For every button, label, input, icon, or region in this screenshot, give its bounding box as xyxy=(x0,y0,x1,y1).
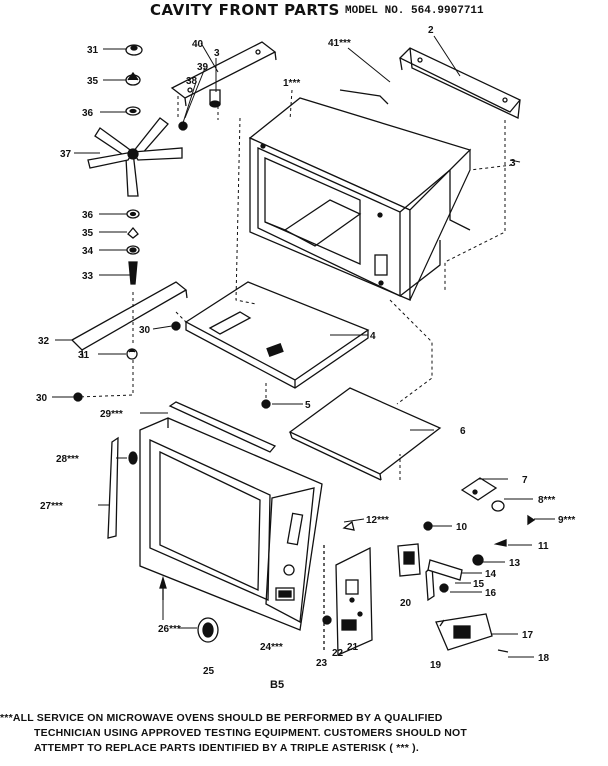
part-callout-p2: 2 xyxy=(428,25,434,36)
part-callout-p24: 24*** xyxy=(260,642,283,653)
part-callout-p31b: 31 xyxy=(78,350,90,361)
part-callout-p7: 7 xyxy=(522,475,528,486)
part-callout-p38: 38 xyxy=(186,76,198,87)
part-callout-p12: 12*** xyxy=(366,515,389,526)
service-note-line-1: ***ALL SERVICE ON MICROWAVE OVENS SHOULD… xyxy=(0,712,443,724)
glass-tray xyxy=(288,387,442,481)
part-callout-p25: 25 xyxy=(203,666,215,677)
exploded-view: 1***23345678***9***101112***131415161718… xyxy=(36,25,575,677)
part-callout-p27: 27*** xyxy=(40,501,63,512)
door-frame xyxy=(139,417,323,631)
part-callout-p23: 23 xyxy=(316,658,328,669)
part-callout-p30b: 30 xyxy=(36,393,48,404)
part-callout-p3a: 3 xyxy=(214,48,220,59)
stirrer-bracket-bottom xyxy=(70,281,188,402)
interlock-parts xyxy=(342,477,536,653)
phantom-lines xyxy=(77,89,513,480)
part-callout-p37: 37 xyxy=(60,149,72,160)
service-note: ***ALL SERVICE ON MICROWAVE OVENS SHOULD… xyxy=(0,711,608,756)
part-callout-p35b: 35 xyxy=(82,228,94,239)
part-callout-p21: 21 xyxy=(347,642,359,653)
part-callout-p31a: 31 xyxy=(87,45,99,56)
switch-plate xyxy=(323,545,373,656)
part-callout-p8: 8*** xyxy=(538,495,555,506)
part-callout-p3b: 3 xyxy=(510,158,516,169)
part-callout-p28: 28*** xyxy=(56,454,79,465)
part-callout-p33: 33 xyxy=(82,271,94,282)
part-callout-p18: 18 xyxy=(538,653,550,664)
part-callout-p29: 29*** xyxy=(100,409,123,420)
part-callout-p41: 41*** xyxy=(328,38,351,49)
part-callout-p26: 26*** xyxy=(158,624,181,635)
floor-plate xyxy=(184,281,370,409)
part-callout-p13: 13 xyxy=(509,558,521,569)
part-callout-p22: 22 xyxy=(332,648,344,659)
part-callout-p36a: 36 xyxy=(82,108,94,119)
oven-cavity xyxy=(248,89,472,301)
part-callout-p15: 15 xyxy=(473,579,485,590)
part-callout-p34: 34 xyxy=(82,246,94,257)
stirrer-bracket-top xyxy=(170,41,277,107)
model-number: MODEL NO. 564.9907711 xyxy=(345,5,484,17)
part-callout-p16: 16 xyxy=(485,588,497,599)
service-note-line-3: ATTEMPT TO REPLACE PARTS IDENTIFIED BY A… xyxy=(34,742,419,754)
part-callout-p9: 9*** xyxy=(558,515,575,526)
part-callout-p39: 39 xyxy=(197,62,209,73)
callout-labels: 1***23345678***9***101112***131415161718… xyxy=(36,25,575,677)
part-callout-p36b: 36 xyxy=(82,210,94,221)
leader-lines xyxy=(52,35,555,658)
part-callout-p30a: 30 xyxy=(139,325,151,336)
part-callout-p11: 11 xyxy=(538,541,549,552)
part-callout-p5: 5 xyxy=(305,400,311,411)
part-callout-p17: 17 xyxy=(522,630,534,641)
part-callout-p19: 19 xyxy=(430,660,442,671)
part-callout-p35a: 35 xyxy=(87,76,99,87)
stirrer-assembly xyxy=(87,44,221,285)
part-callout-p20: 20 xyxy=(400,598,412,609)
part-callout-p1: 1*** xyxy=(283,78,300,89)
part-callout-p32: 32 xyxy=(38,336,50,347)
page-title: CAVITY FRONT PARTS xyxy=(150,1,340,19)
part-callout-p4: 4 xyxy=(370,331,376,342)
service-note-line-2: TECHNICIAN USING APPROVED TESTING EQUIPM… xyxy=(34,727,468,739)
part-callout-p40: 40 xyxy=(192,39,204,50)
top-bracket xyxy=(398,47,522,119)
part-callout-p6: 6 xyxy=(460,426,466,437)
figure-code: B5 xyxy=(270,679,285,691)
control-knob xyxy=(159,575,332,643)
door-choke xyxy=(107,436,138,539)
part-callout-p14: 14 xyxy=(485,569,497,580)
door-strip xyxy=(168,401,277,453)
part-callout-p10: 10 xyxy=(456,522,468,533)
